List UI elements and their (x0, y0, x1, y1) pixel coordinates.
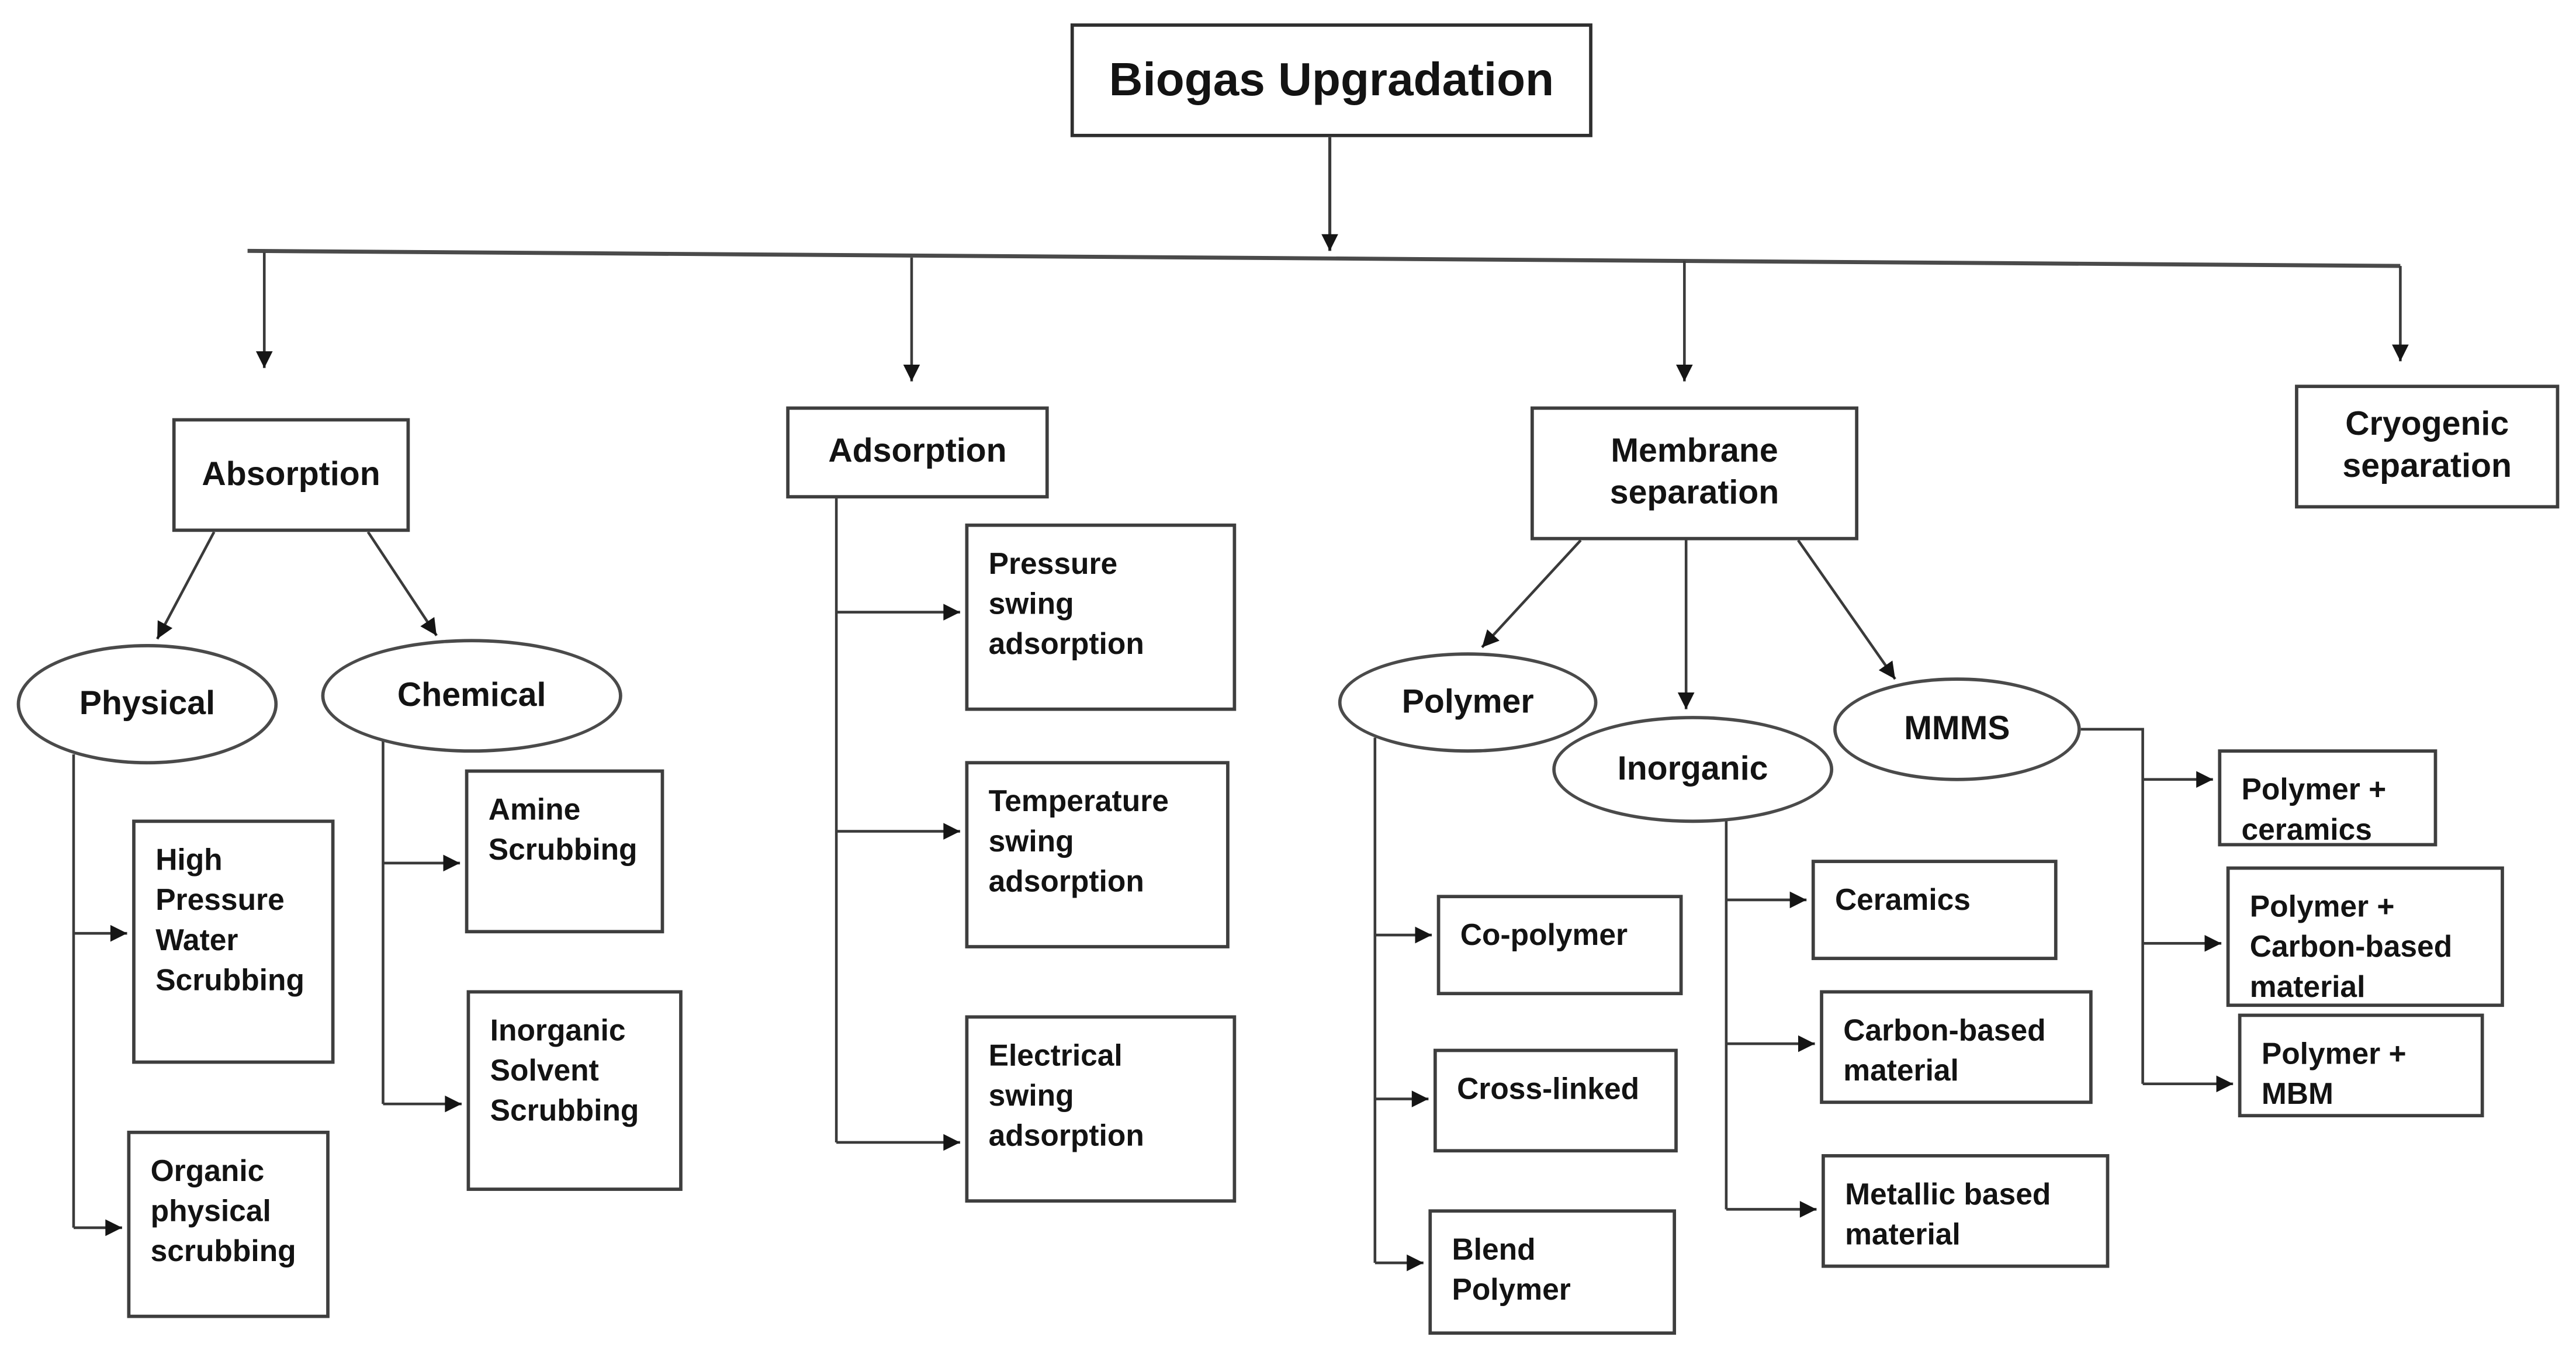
node-cryogenic-separation: Cryogenic separation (2295, 385, 2560, 509)
node-adsorption-label: Adsorption (828, 433, 1007, 470)
node-inorganic-solvent-scrubbing: Inorganic Solvent Scrubbing (466, 990, 683, 1191)
node-polymer-label: Polymer (1401, 683, 1534, 721)
node-blend-polymer: Blend Polymer (1428, 1209, 1677, 1335)
node-absorption: Absorption (172, 418, 410, 532)
node-organic-physical-scrubbing-label: Organic physical scrubbing (150, 1154, 296, 1268)
node-physical-ellipse: Physical (16, 643, 278, 765)
node-ceramics-label: Ceramics (1834, 883, 1971, 917)
edge-mmms-stem (2080, 728, 2144, 1084)
node-polymer-plus-carbon-based-material: Polymer + Carbon-based material (2226, 866, 2504, 1007)
node-co-polymer: Co-polymer (1436, 895, 1683, 996)
node-metallic-based-material: Metallic based material (1822, 1154, 2110, 1268)
node-high-pressure-water-scrubbing-label: High Pressure Water Scrubbing (155, 843, 304, 997)
node-pressure-swing-adsorption-label: Pressure swing adsorption (988, 546, 1144, 661)
node-ceramics: Ceramics (1811, 860, 2058, 960)
node-adsorption: Adsorption (786, 406, 1049, 498)
node-organic-physical-scrubbing: Organic physical scrubbing (127, 1130, 330, 1318)
edge-absorption-to-physical (156, 531, 216, 640)
node-physical-label: Physical (79, 685, 216, 722)
node-chemical-label: Chemical (397, 676, 546, 714)
node-electrical-swing-adsorption-label: Electrical swing adsorption (988, 1038, 1144, 1153)
node-co-polymer-label: Co-polymer (1460, 918, 1628, 952)
node-polymer-plus-ceramics: Polymer + ceramics (2218, 749, 2437, 847)
node-high-pressure-water-scrubbing: High Pressure Water Scrubbing (132, 819, 335, 1064)
node-polymer-plus-ceramics-label: Polymer + ceramics (2241, 773, 2387, 847)
node-pressure-swing-adsorption: Pressure swing adsorption (965, 523, 1237, 711)
node-amine-scrubbing: Amine Scrubbing (465, 769, 664, 934)
node-cryogenic-separation-label: Cryogenic separation (2342, 406, 2512, 486)
node-polymer-plus-mbm-label: Polymer + MBM (2261, 1037, 2407, 1111)
node-membrane-separation: Membrane separation (1531, 406, 1859, 541)
node-blend-polymer-label: Blend Polymer (1452, 1232, 1571, 1307)
edge-membrane-to-mmms (1797, 539, 1896, 680)
node-chemical-ellipse: Chemical (321, 639, 622, 753)
edge-absorption-to-chemical (366, 531, 438, 636)
node-absorption-label: Absorption (202, 455, 380, 493)
edge-membrane-to-polymer (1481, 539, 1582, 649)
node-metallic-based-material-label: Metallic based material (1845, 1177, 2051, 1252)
node-membrane-separation-label: Membrane separation (1609, 433, 1779, 512)
node-polymer-plus-mbm: Polymer + MBM (2238, 1013, 2484, 1118)
node-polymer-plus-carbon-based-material-label: Polymer + Carbon-based material (2249, 889, 2453, 1004)
node-temperature-swing-adsorption-label: Temperature swing adsorption (988, 784, 1169, 899)
edge-distribution-bar (247, 248, 2401, 268)
node-temperature-swing-adsorption: Temperature swing adsorption (965, 761, 1230, 948)
node-carbon-based-material: Carbon-based material (1820, 990, 2093, 1104)
node-electrical-swing-adsorption: Electrical swing adsorption (965, 1015, 1237, 1203)
node-biogas-upgradation-label: Biogas Upgradation (1109, 53, 1554, 106)
node-inorganic-ellipse: Inorganic (1552, 716, 1834, 823)
node-biogas-upgradation: Biogas Upgradation (1070, 23, 1592, 137)
node-polymer-ellipse: Polymer (1338, 652, 1598, 753)
node-cross-linked: Cross-linked (1433, 1048, 1678, 1153)
node-carbon-based-material-label: Carbon-based material (1843, 1013, 2046, 1088)
node-mmms-ellipse: MMMS (1833, 677, 2081, 781)
node-amine-scrubbing-label: Amine Scrubbing (488, 792, 638, 867)
node-mmms-label: MMMS (1904, 710, 2010, 747)
node-inorganic-label: Inorganic (1617, 750, 1768, 787)
node-cross-linked-label: Cross-linked (1457, 1072, 1640, 1106)
node-inorganic-solvent-scrubbing-label: Inorganic Solvent Scrubbing (490, 1013, 639, 1128)
